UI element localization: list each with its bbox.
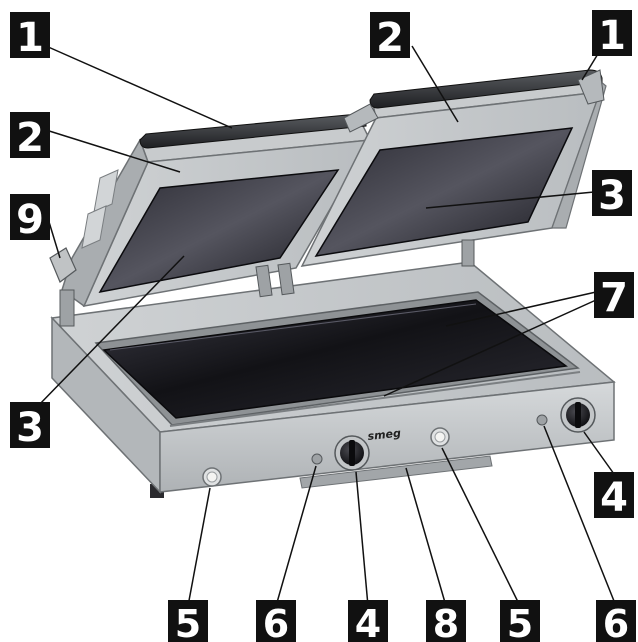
callout-4-right: 4 — [594, 472, 634, 521]
leader-line — [445, 291, 597, 327]
indicator-light — [202, 467, 222, 487]
hinge-arm — [255, 264, 273, 298]
callout-number: 9 — [16, 197, 44, 243]
lower-cooking-plate — [102, 299, 568, 419]
callout-2-left: 2 — [10, 112, 50, 161]
callout-5-bottom-right: 5 — [500, 600, 540, 642]
callout-number: 6 — [603, 602, 629, 642]
brand-logo: smeg — [367, 427, 402, 443]
callout-2-top: 2 — [370, 12, 410, 61]
leader-line — [355, 471, 369, 607]
thermostat-knob[interactable] — [334, 435, 370, 471]
callout-6-bottom-right: 6 — [596, 600, 636, 642]
leader-line — [45, 129, 181, 173]
right-upper-plate — [314, 127, 574, 257]
center-hinge — [343, 103, 379, 133]
leader-line — [383, 299, 597, 397]
callout-number: 4 — [355, 602, 381, 642]
callout-number: 2 — [376, 15, 404, 61]
leader-line — [425, 191, 595, 209]
pilot-lamp — [536, 414, 548, 426]
callout-1-top-left: 1 — [10, 12, 50, 61]
leader-line — [275, 465, 317, 607]
callout-8: 8 — [426, 600, 466, 642]
hinge-bracket — [577, 69, 605, 105]
callout-5-bottom-left: 5 — [168, 600, 208, 642]
indicator-light — [430, 427, 450, 447]
leader-lines — [35, 43, 617, 607]
callout-number: 2 — [16, 115, 44, 161]
hinge-arm — [277, 262, 295, 296]
grease-channel — [169, 371, 581, 427]
left-lid — [49, 113, 372, 327]
leader-line — [543, 425, 617, 607]
callout-9: 9 — [10, 194, 50, 243]
callout-number: 1 — [598, 13, 626, 59]
base-front-face — [159, 381, 615, 493]
callout-number: 6 — [263, 602, 289, 642]
callout-number: 1 — [16, 15, 44, 61]
right-lid — [300, 69, 607, 267]
callout-number: 8 — [433, 602, 459, 642]
thermostat-knob[interactable] — [560, 397, 596, 433]
leader-line — [411, 45, 459, 123]
plate-reflection — [109, 303, 477, 351]
callout-number: 3 — [16, 405, 44, 451]
callout-3-right: 3 — [592, 170, 632, 219]
leader-line — [441, 447, 521, 607]
callout-3-left: 3 — [10, 402, 50, 451]
callout-number: 5 — [175, 602, 201, 642]
grill-base: smeg — [50, 261, 616, 498]
callout-number: 4 — [600, 475, 628, 521]
left-upper-plate — [98, 169, 340, 294]
callout-number: 5 — [507, 602, 533, 642]
leader-line — [583, 431, 615, 475]
lid-vent — [81, 205, 107, 249]
hinge-arm — [59, 289, 75, 327]
callout-number: 7 — [600, 275, 628, 321]
lid-vent — [93, 169, 119, 213]
callout-4-bottom: 4 — [348, 600, 388, 642]
leader-line — [45, 45, 233, 129]
leader-line — [405, 467, 447, 607]
leader-line — [187, 487, 211, 607]
hinge-arm — [461, 239, 475, 267]
callout-1-top-right: 1 — [592, 10, 632, 59]
callout-6-bottom-left: 6 — [256, 600, 296, 642]
leader-line — [35, 255, 185, 409]
lid-balance-bracket[interactable] — [49, 247, 77, 283]
drip-tray — [299, 455, 493, 489]
callout-7: 7 — [594, 272, 634, 321]
pilot-lamp — [311, 453, 323, 465]
callout-number: 3 — [598, 173, 626, 219]
